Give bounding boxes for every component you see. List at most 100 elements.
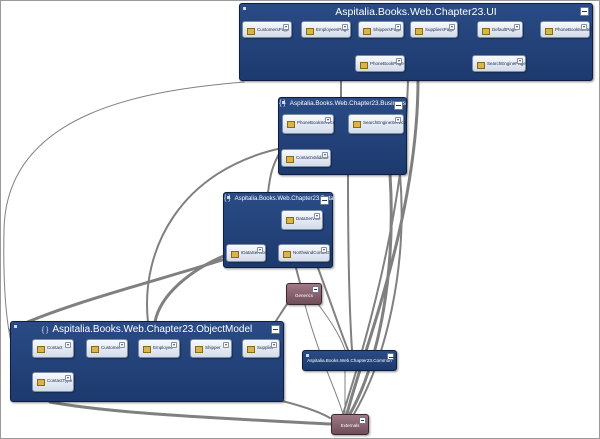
expand-icon[interactable]	[271, 342, 277, 348]
collapse-toggle[interactable]	[394, 101, 403, 110]
expand-toggle[interactable]	[359, 417, 366, 424]
class-label: PhoneBookService	[297, 120, 336, 125]
class-contacttype[interactable]: ContactType	[32, 372, 74, 392]
class-label: EmployeesPage	[316, 27, 349, 32]
namespace-objectmodel-title-text: Aspitalia.Books.Web.Chapter23.ObjectMode…	[52, 324, 253, 335]
class-icon	[286, 156, 294, 163]
namespace-business-title: { }Aspitalia.Books.Web.Chapter23.Busines…	[279, 100, 406, 107]
class-phonebookmaster[interactable]: PhoneBookMaster	[540, 21, 593, 38]
expand-toggle[interactable]	[387, 353, 394, 360]
class-icon	[482, 28, 490, 35]
class-dataservice[interactable]: DataService	[281, 210, 323, 230]
expand-icon[interactable]	[581, 24, 587, 30]
expand-toggle[interactable]	[312, 286, 319, 293]
collapse-toggle[interactable]	[320, 196, 329, 205]
class-label: Contact	[47, 345, 63, 350]
class-label: PhoneBookMaster	[555, 27, 593, 32]
class-defaultpage[interactable]: DefaultPage	[477, 21, 523, 38]
class-label: Supplier	[257, 345, 274, 350]
class-icon	[287, 121, 295, 128]
collapse-toggle[interactable]	[580, 7, 589, 16]
class-label: Employee	[153, 345, 174, 350]
namespace-common[interactable]: Aspitalia.Books.Web.Chapter23.Common	[302, 350, 397, 371]
class-customer[interactable]: Customer	[86, 339, 128, 358]
external-externals[interactable]: Externals	[331, 414, 369, 435]
namespace-objectmodel-title: { }Aspitalia.Books.Web.Chapter23.ObjectM…	[11, 324, 283, 335]
expand-icon[interactable]	[119, 342, 125, 348]
namespace-marker	[243, 7, 246, 10]
class-icon	[306, 28, 314, 35]
class-shipper[interactable]: Shipper	[190, 339, 232, 358]
expand-icon[interactable]	[396, 58, 402, 64]
class-icon	[283, 251, 291, 258]
brace-icon: { }	[279, 100, 286, 107]
namespace-ui-title: Aspitalia.Books.Web.Chapter23.UI	[240, 6, 592, 18]
expand-icon[interactable]	[517, 58, 523, 64]
namespace-data-title: { }Aspitalia.Books.Web.Chapter23.Data	[224, 195, 334, 202]
class-label: NorthwindContext	[293, 250, 329, 255]
expand-icon[interactable]	[449, 24, 455, 30]
namespace-marker	[227, 196, 230, 199]
class-phonebookpage[interactable]: PhoneBookPage	[355, 55, 405, 72]
namespace-ui[interactable]: Aspitalia.Books.Web.Chapter23.UI	[239, 3, 593, 81]
class-label: Customer	[101, 345, 121, 350]
class-supplier[interactable]: Supplier	[242, 339, 280, 358]
expand-icon[interactable]	[283, 24, 289, 30]
externals-label: Externals	[340, 423, 360, 428]
expand-icon[interactable]	[223, 342, 229, 348]
class-customerspage[interactable]: CustomersPage	[242, 21, 292, 38]
interface-icon	[231, 251, 239, 258]
expand-icon[interactable]	[65, 375, 71, 381]
class-label: IDataService	[241, 250, 267, 255]
class-icon	[247, 28, 255, 35]
brace-icon: { }	[224, 195, 231, 202]
namespace-data-title-text: Aspitalia.Books.Web.Chapter23.Data	[234, 196, 334, 202]
class-icon	[477, 62, 485, 69]
class-icon	[37, 346, 45, 353]
class-employee[interactable]: Employee	[138, 339, 180, 358]
class-idataservice[interactable]: IDataService	[226, 244, 267, 262]
class-icon	[91, 346, 99, 353]
expand-icon[interactable]	[322, 152, 328, 158]
class-searchengineservice[interactable]: SearchEngineService	[348, 114, 407, 134]
namespace-common-title: Aspitalia.Books.Web.Chapter23.Common	[303, 358, 396, 363]
expand-icon[interactable]	[514, 24, 520, 30]
class-phonebookservice[interactable]: PhoneBookService	[282, 114, 336, 134]
expand-icon[interactable]	[321, 247, 327, 253]
class-label: DataService	[296, 216, 321, 221]
expand-icon[interactable]	[314, 213, 320, 219]
class-label: SearchEnginePage	[487, 61, 526, 66]
class-label: SearchEngineService	[363, 120, 407, 125]
expand-icon[interactable]	[257, 247, 263, 253]
expand-icon[interactable]	[395, 24, 401, 30]
class-icon	[360, 62, 368, 69]
class-icon	[195, 346, 203, 353]
class-icon	[545, 28, 553, 35]
class-supplierspage[interactable]: SuppliersPage	[410, 21, 458, 38]
external-generics[interactable]: Generics	[286, 283, 322, 305]
namespace-marker	[14, 325, 17, 328]
class-icon	[415, 28, 423, 35]
class-label: Shipper	[205, 345, 221, 350]
class-employeespage[interactable]: EmployeesPage	[301, 21, 351, 38]
namespace-marker	[306, 354, 309, 357]
class-shipperspage[interactable]: ShippersPage	[358, 21, 404, 38]
brace-icon: { }	[41, 327, 49, 334]
collapse-toggle[interactable]	[271, 325, 280, 334]
class-icon	[363, 28, 371, 35]
class-contactvalidator[interactable]: ContactValidator	[281, 149, 331, 167]
class-label: ShippersPage	[373, 27, 402, 32]
class-icon	[353, 121, 361, 128]
class-icon	[247, 346, 255, 353]
class-icon	[143, 346, 151, 353]
class-northwindcontext[interactable]: NorthwindContext	[278, 244, 330, 262]
class-icon	[286, 217, 294, 224]
class-contact[interactable]: Contact	[32, 339, 74, 358]
expand-icon[interactable]	[171, 342, 177, 348]
expand-icon[interactable]	[342, 24, 348, 30]
expand-icon[interactable]	[65, 342, 71, 348]
expand-icon[interactable]	[395, 117, 401, 123]
expand-icon[interactable]	[325, 117, 331, 123]
class-label: ContactValidator	[296, 155, 329, 160]
class-searchenginepage[interactable]: SearchEnginePage	[472, 55, 526, 72]
